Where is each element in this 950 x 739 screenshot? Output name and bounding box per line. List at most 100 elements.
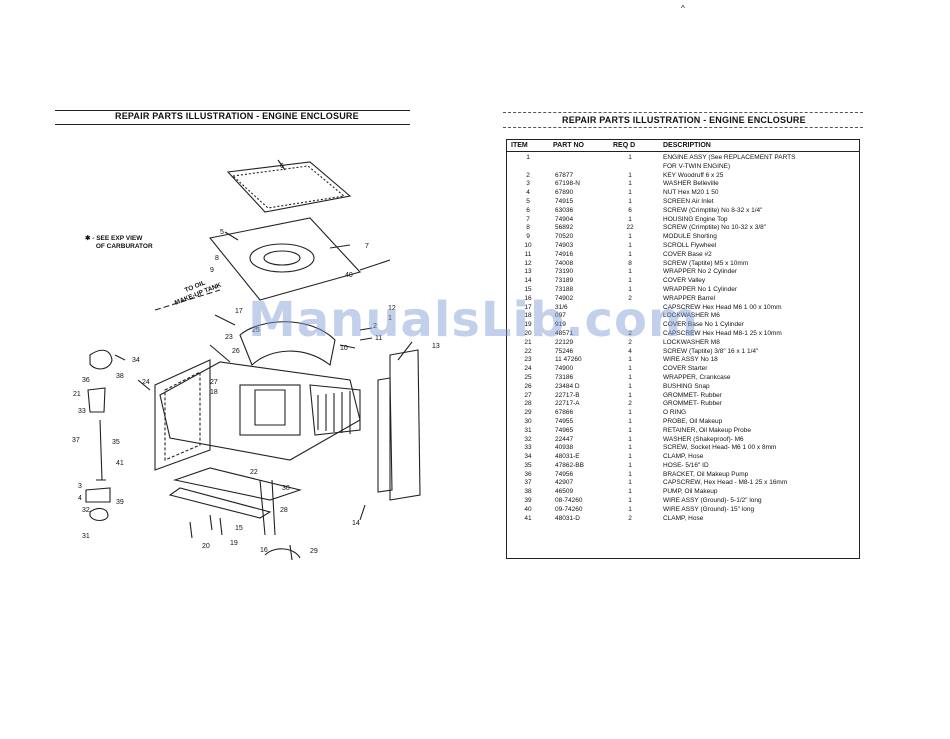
callout-number: 16: [260, 547, 268, 554]
req-cell: 1: [628, 268, 632, 276]
description-cell: WRAPPER No 2 Cylinder: [663, 268, 738, 276]
item-cell: 15: [524, 285, 532, 293]
callout-number: 8: [215, 255, 219, 262]
callout-number: 19: [230, 540, 238, 547]
req-cell: 1: [628, 382, 632, 390]
description-cell: RETAINER, Oil Makeup Probe: [663, 426, 752, 434]
callout-number: 3: [78, 483, 82, 490]
req-cell: 1: [628, 409, 632, 417]
req-cell: 1: [628, 189, 632, 197]
callout-number: 36: [82, 377, 90, 384]
base-cover-part: [172, 467, 302, 501]
req-cell: 1: [628, 365, 632, 373]
req-cell: 1: [628, 417, 632, 425]
part-no-cell: 74902: [555, 294, 574, 302]
description-cell: LOCKWASHER M6: [663, 312, 720, 320]
title-bottom-rule: [503, 127, 863, 128]
part-no-cell: 74915: [555, 197, 574, 205]
item-cell: 10: [524, 241, 532, 249]
part-no-cell: 11 47260: [555, 356, 582, 364]
callout-number: 10: [340, 345, 348, 352]
part-no-cell: 67866: [555, 409, 574, 417]
part-no-cell: 74916: [555, 250, 574, 258]
description-cell: CAPSCREW, Hex Head - M8-1 25 x 16mm: [663, 479, 788, 487]
description-cell: GROMMET- Rubber: [663, 391, 722, 399]
callout-number: 4: [78, 495, 82, 502]
right-page: REPAIR PARTS ILLUSTRATION - ENGINE ENCLO…: [475, 0, 950, 739]
req-cell: 2: [628, 400, 632, 408]
header-part-no: PART NO: [553, 142, 584, 149]
part-no-cell: 48031-D: [555, 514, 580, 522]
description-cell: BUSHING Snap: [663, 382, 710, 390]
item-cell: 34: [524, 453, 532, 461]
callout-number: 33: [78, 408, 86, 415]
req-cell: 1: [628, 180, 632, 188]
req-cell: 1: [628, 215, 632, 223]
part-no-cell: 097: [555, 312, 566, 320]
engine-top-housing-part: [209, 217, 362, 301]
description-cell: CLAMP, Hose: [663, 514, 704, 522]
callout-number: 23: [225, 334, 233, 341]
description-cell: WIRE ASSY (Ground)- 15" long: [663, 505, 755, 513]
part-no-cell: 70520: [555, 233, 574, 241]
callout-number: 17: [235, 308, 243, 315]
part-no-cell: 63036: [555, 206, 574, 214]
callout-number: 15: [235, 525, 243, 532]
callout-number: 24: [142, 379, 150, 386]
req-cell: 1: [628, 277, 632, 285]
item-cell: 25: [524, 373, 532, 381]
part-no-cell: 22447: [555, 435, 574, 443]
part-no-cell: 67198-N: [555, 180, 580, 188]
req-cell: 1: [628, 285, 632, 293]
description-cell: LOCKWASHER M8: [663, 338, 720, 346]
req-cell: 1: [628, 250, 632, 258]
req-cell: 1: [628, 171, 632, 179]
part-no-cell: 48031-E: [555, 453, 580, 461]
part-no-cell: 23484 D: [555, 382, 580, 390]
item-cell: 9: [526, 233, 530, 241]
watermark: ManualsLib.com: [248, 292, 699, 348]
item-cell: 39: [524, 497, 532, 505]
req-cell: 6: [628, 206, 632, 214]
callout-numbers: 6 5 7 8 9 40 12 17 23 25 10 11 13 1 2 26…: [72, 163, 440, 555]
item-cell: 29: [524, 409, 532, 417]
oil-pump-part: [89, 349, 113, 370]
item-cell: 4: [526, 189, 530, 197]
req-cell: 4: [628, 347, 632, 355]
description-cell: WIRE ASSY (Ground)- 5-1/2" long: [663, 497, 762, 505]
callout-number: 32: [82, 507, 90, 514]
parts-table-header: ITEM PART NO REQ D DESCRIPTION: [507, 140, 859, 152]
description-cell: KEY Woodruff 6 x 25: [663, 171, 724, 179]
part-no-cell: 46509: [555, 488, 574, 496]
item-cell: 13: [524, 268, 532, 276]
item-cell: 18: [524, 312, 532, 320]
req-cell: 1: [628, 497, 632, 505]
item-cell: 14: [524, 277, 532, 285]
callout-number: 21: [73, 391, 81, 398]
callout-number: 30: [282, 485, 290, 492]
part-no-cell: 22717-B: [555, 391, 580, 399]
req-cell: 1: [628, 444, 632, 452]
item-cell: 8: [526, 224, 530, 232]
req-cell: 1: [628, 505, 632, 513]
header-description: DESCRIPTION: [663, 142, 711, 149]
item-cell: 23: [524, 356, 532, 364]
header-item: ITEM: [511, 142, 528, 149]
callout-number: 40: [345, 272, 353, 279]
callout-number: 28: [280, 507, 288, 514]
description-cell: NUT Hex M20 1 50: [663, 189, 719, 197]
